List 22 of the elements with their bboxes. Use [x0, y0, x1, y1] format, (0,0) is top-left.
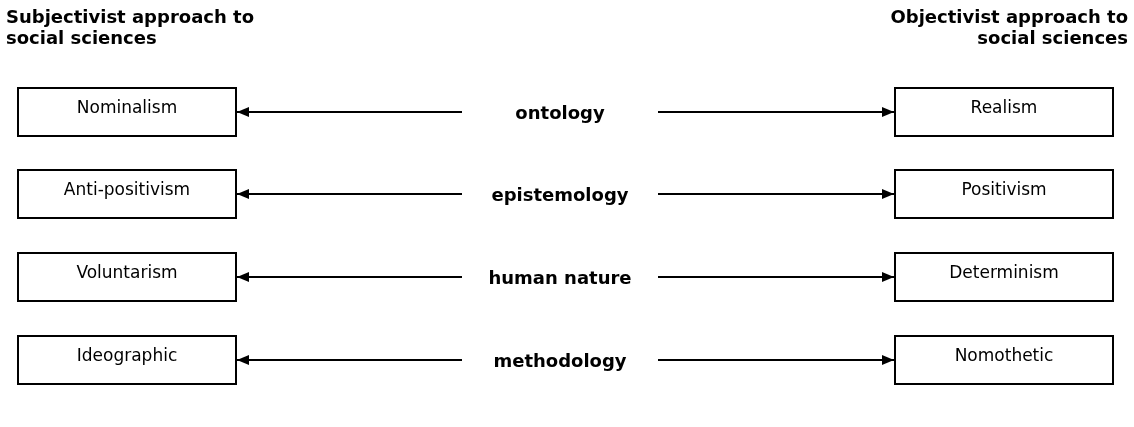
dimension-label: human nature — [462, 252, 658, 302]
concept-box: Nomothetic — [894, 335, 1114, 385]
arrow — [657, 189, 895, 199]
arrow — [236, 355, 463, 365]
arrow — [236, 189, 463, 199]
concept-box: Voluntarism — [17, 252, 237, 302]
dimension-label: methodology — [462, 335, 658, 385]
concept-box: Ideographic — [17, 335, 237, 385]
arrow — [236, 107, 463, 117]
arrow — [236, 272, 463, 282]
arrow — [657, 355, 895, 365]
concept-box: Realism — [894, 87, 1114, 137]
column-heading: Objectivist approach to social sciences — [889, 6, 1128, 48]
dimension-label: ontology — [462, 87, 658, 137]
arrow — [657, 272, 895, 282]
concept-box: Nominalism — [17, 87, 237, 137]
column-heading: Subjectivist approach to social sciences — [6, 6, 255, 48]
concept-box: Anti-positivism — [17, 169, 237, 219]
arrow — [657, 107, 895, 117]
concept-box: Determinism — [894, 252, 1114, 302]
concept-box: Positivism — [894, 169, 1114, 219]
dimension-label: epistemology — [462, 169, 658, 219]
